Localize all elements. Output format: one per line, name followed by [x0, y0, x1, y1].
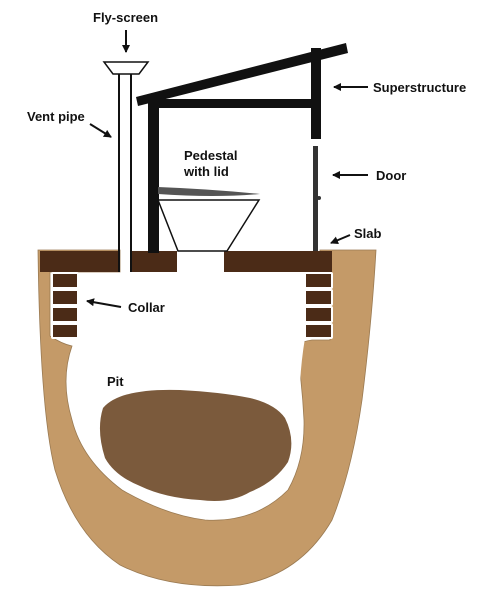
vent-pipe-arrow — [89, 123, 112, 138]
collar-left — [51, 272, 79, 339]
label-collar: Collar — [128, 300, 165, 315]
label-vent-pipe: Vent pipe — [27, 109, 85, 124]
label-fly-screen: Fly-screen — [93, 10, 158, 25]
slab-arrow — [330, 234, 351, 244]
label-door: Door — [376, 168, 406, 183]
waste-mound — [99, 389, 292, 501]
leader-arrows — [86, 30, 368, 308]
slab — [40, 251, 332, 272]
soil-ground — [37, 249, 377, 587]
collar-right — [304, 272, 333, 339]
pedestal-seat — [156, 199, 261, 252]
label-pit: Pit — [107, 374, 124, 389]
label-superstructure: Superstructure — [373, 80, 466, 95]
label-slab: Slab — [354, 226, 382, 241]
label-pedestal-with-lid: with lid — [183, 164, 229, 179]
vent-pipe — [118, 74, 132, 272]
collar-arrow — [86, 298, 122, 308]
label-pedestal: Pedestal — [184, 148, 237, 163]
fly-screen — [102, 61, 150, 75]
door — [313, 146, 321, 251]
pedestal-lid — [158, 187, 260, 196]
superstructure — [136, 43, 348, 253]
